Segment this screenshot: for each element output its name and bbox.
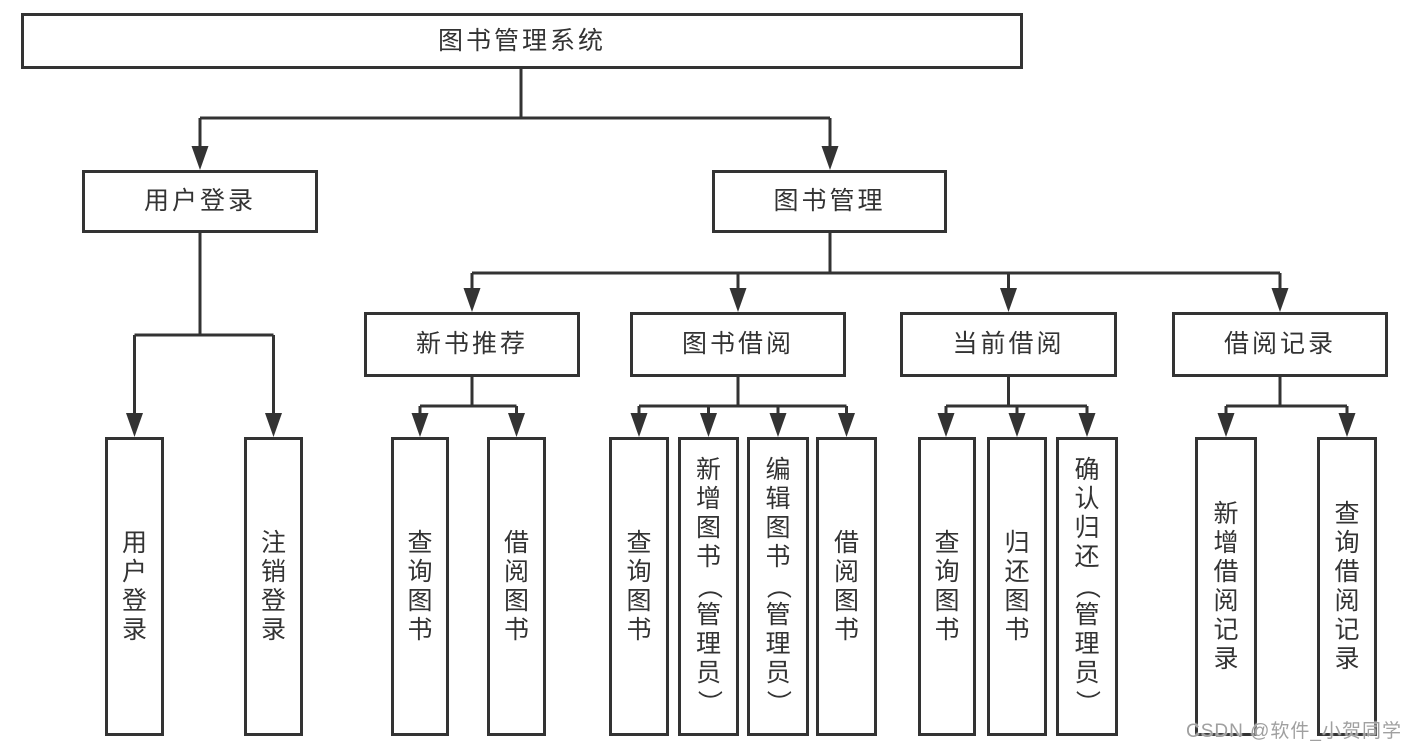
leaf-return-books-label: 归还图书 <box>1004 528 1030 644</box>
leaf-logout: 注销登录 <box>244 437 303 736</box>
leaf-confirm-return-admin-label: 确认归还（管理员） <box>1073 456 1102 716</box>
node-user-login: 用户登录 <box>82 170 318 233</box>
node-user-login-label: 用户登录 <box>143 187 256 215</box>
leaf-query-books-recommend-label: 查询图书 <box>407 528 433 644</box>
leaf-edit-books-admin: 编辑图书（管理员） <box>747 437 809 736</box>
leaf-query-borrow-record: 查询借阅记录 <box>1317 437 1377 736</box>
leaf-borrow-books-recommend: 借阅图书 <box>487 437 546 736</box>
leaf-query-borrow-record-label: 查询借阅记录 <box>1334 499 1360 673</box>
arrowheads <box>126 146 1356 437</box>
leaf-query-books-borrow-label: 查询图书 <box>626 528 652 644</box>
leaf-query-books-current: 查询图书 <box>918 437 976 736</box>
node-current-borrowing-label: 当前借阅 <box>952 330 1065 358</box>
leaf-borrow-books: 借阅图书 <box>816 437 877 736</box>
leaf-edit-books-admin-label: 编辑图书（管理员） <box>764 456 793 716</box>
leaf-borrow-books-label: 借阅图书 <box>833 528 859 644</box>
node-book-management: 图书管理 <box>712 170 947 233</box>
leaf-add-borrow-record-label: 新增借阅记录 <box>1213 499 1239 673</box>
leaf-query-books-recommend: 查询图书 <box>391 437 449 736</box>
leaf-add-books-admin: 新增图书（管理员） <box>678 437 739 736</box>
csdn-watermark: CSDN @软件_小贺同学 <box>1186 721 1402 742</box>
node-new-book-recommend: 新书推荐 <box>364 312 580 377</box>
leaf-logout-label: 注销登录 <box>260 528 286 644</box>
node-new-book-recommend-label: 新书推荐 <box>415 330 528 358</box>
leaf-borrow-books-recommend-label: 借阅图书 <box>503 528 529 644</box>
node-library-system-label: 图书管理系统 <box>437 26 606 55</box>
node-library-system: 图书管理系统 <box>21 13 1023 69</box>
leaf-user-login-label: 用户登录 <box>121 528 147 644</box>
node-borrowing-records: 借阅记录 <box>1172 312 1388 377</box>
leaf-add-borrow-record: 新增借阅记录 <box>1195 437 1257 736</box>
leaf-confirm-return-admin: 确认归还（管理员） <box>1056 437 1118 736</box>
node-borrowing-records-label: 借阅记录 <box>1223 330 1336 358</box>
node-book-borrowing: 图书借阅 <box>630 312 846 377</box>
node-book-management-label: 图书管理 <box>773 187 886 215</box>
leaf-return-books: 归还图书 <box>987 437 1047 736</box>
leaf-add-books-admin-label: 新增图书（管理员） <box>694 456 723 716</box>
leaf-query-books-borrow: 查询图书 <box>609 437 669 736</box>
leaf-query-books-current-label: 查询图书 <box>934 528 960 644</box>
leaf-user-login: 用户登录 <box>105 437 164 736</box>
node-current-borrowing: 当前借阅 <box>900 312 1117 377</box>
node-book-borrowing-label: 图书借阅 <box>681 330 794 358</box>
